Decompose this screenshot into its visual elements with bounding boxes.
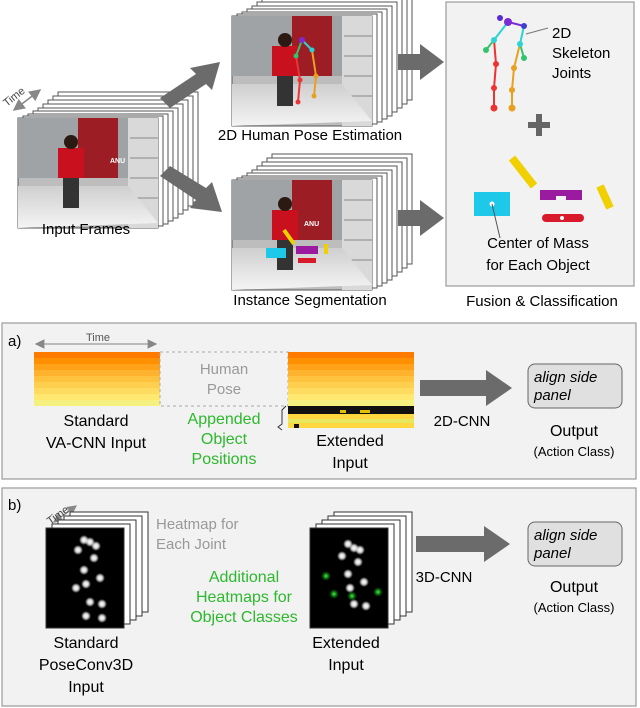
standard-pc-label-2: PoseConv3D <box>39 657 133 674</box>
fusion-label: Fusion & Classification <box>466 293 618 310</box>
output-a-label: Output <box>550 423 599 440</box>
extended-b-label-1: Extended <box>312 635 380 652</box>
panel-a-tag: a) <box>8 333 21 350</box>
object-masks-graphic <box>474 155 614 239</box>
appended-bracket <box>277 405 287 431</box>
standard-pc-label-1: Standard <box>54 635 119 652</box>
plus-icon <box>528 114 550 136</box>
center-mass-label-1: Center of Mass <box>487 235 589 252</box>
segmentation-frames-stack: ANU <box>231 153 413 291</box>
arrow-2dcnn <box>420 370 512 406</box>
output-box-a-line1: align side <box>534 369 597 386</box>
appended-label-1: Appended <box>188 411 261 428</box>
standard-va-input-bars <box>34 352 160 406</box>
standard-va-label-1: Standard <box>64 413 129 430</box>
input-frames-stack: ANU <box>17 91 199 229</box>
extended-heatmap-stack <box>309 511 413 629</box>
extended-a-label-2: Input <box>332 455 368 472</box>
output-box-b <box>527 521 623 567</box>
output-a-sub: (Action Class) <box>534 444 615 459</box>
network-3dcnn: 3D-CNN <box>416 569 473 586</box>
center-mass-label-2: for Each Object <box>486 257 590 274</box>
standard-va-label-2: VA-CNN Input <box>46 435 147 452</box>
output-b-label: Output <box>550 579 599 596</box>
extended-b-label-2: Input <box>328 657 364 674</box>
shirt-text-seg: ANU <box>304 221 319 228</box>
output-box-b-line2: panel <box>533 545 571 562</box>
additional-label-3: Object Classes <box>190 609 298 626</box>
appended-label-2: Object <box>201 431 248 448</box>
pose-skeleton-overlay <box>293 37 319 105</box>
skeleton-label-1: 2D <box>552 25 571 42</box>
standard-pc-label-3: Input <box>68 679 104 696</box>
arrow-to-pose <box>160 62 220 108</box>
arrow-3dcnn <box>416 526 510 562</box>
network-2dcnn: 2D-CNN <box>434 413 491 430</box>
pose-estimation-label: 2D Human Pose Estimation <box>218 127 402 144</box>
skeleton-label-3: Joints <box>552 65 591 82</box>
shirt-text: ANU <box>110 158 125 165</box>
fusion-panel <box>445 1 635 287</box>
appended-label-3: Positions <box>192 451 257 468</box>
arrow-pose-to-fusion <box>398 44 444 80</box>
output-b-sub: (Action Class) <box>534 600 615 615</box>
extended-va-input-bars <box>288 352 414 428</box>
time-label: Time <box>1 85 27 109</box>
output-box-a <box>527 363 623 409</box>
output-box-a-line2: panel <box>533 387 571 404</box>
input-frames-label: Input Frames <box>42 221 130 238</box>
standard-heatmap-stack <box>45 511 149 629</box>
output-box-b-line1: align side <box>534 527 597 544</box>
panel-b-tag: b) <box>8 497 21 514</box>
pose-frames-stack <box>231 0 413 127</box>
human-pose-label-2: Pose <box>207 381 241 398</box>
segmentation-label: Instance Segmentation <box>233 292 386 309</box>
arrow-seg-to-fusion <box>398 200 444 236</box>
arrow-to-segmentation <box>160 166 222 212</box>
skeleton-label-2: Skeleton <box>552 45 610 62</box>
heatmap-label-2: Each Joint <box>156 536 227 553</box>
extended-a-label-1: Extended <box>316 433 384 450</box>
heatmap-label-1: Heatmap for <box>156 516 239 533</box>
human-pose-label-1: Human <box>200 361 248 378</box>
skeleton-joints-graphic <box>483 15 549 112</box>
time-indicator: Time <box>1 85 42 111</box>
additional-label-2: Heatmaps for <box>196 589 293 606</box>
additional-label-1: Additional <box>209 569 279 586</box>
panel-a-time-label: Time <box>86 332 110 344</box>
human-pose-dashed-box <box>159 351 289 407</box>
